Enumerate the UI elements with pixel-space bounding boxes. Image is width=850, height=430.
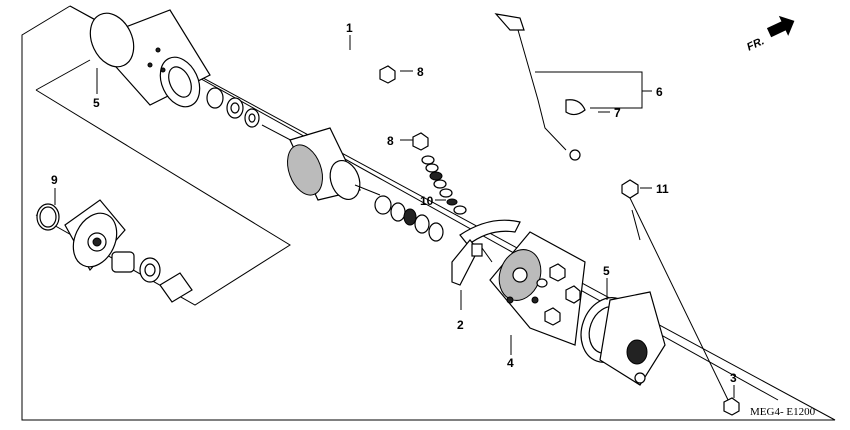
- callout-9: 9: [51, 173, 58, 187]
- callout-1: 1: [346, 21, 353, 35]
- callout-5-top: 5: [93, 96, 100, 110]
- armature-washers: [374, 195, 444, 242]
- callout-4: 4: [507, 356, 514, 370]
- callout-7: 7: [614, 106, 621, 120]
- front-direction-indicator: FR.: [745, 15, 795, 54]
- assembly-outline: [21, 5, 836, 421]
- rear-cover: [580, 291, 666, 386]
- callout-10: 10: [420, 194, 434, 208]
- terminal-nuts: [536, 263, 581, 326]
- brush-holder: [451, 219, 521, 286]
- fr-arrow-icon: [766, 15, 795, 38]
- through-bolt: [621, 179, 740, 416]
- callout-2: 2: [457, 318, 464, 332]
- armature: [261, 124, 381, 201]
- callout-8-mid: 8: [387, 134, 394, 148]
- fr-label: FR.: [745, 35, 766, 53]
- callout-11: 11: [656, 182, 669, 196]
- starter-cable: [379, 13, 586, 161]
- diagram-code: MEG4- E1200: [750, 406, 816, 418]
- front-cover: [36, 199, 193, 303]
- callout-3: 3: [730, 371, 737, 385]
- brush-plate: [489, 231, 586, 346]
- yoke-housing: [89, 9, 211, 108]
- cable-bracket: [535, 71, 643, 109]
- callout-5-right: 5: [603, 264, 610, 278]
- callout-8-top: 8: [417, 65, 424, 79]
- yoke-washers: [206, 87, 260, 128]
- callout-6: 6: [656, 85, 663, 99]
- leader-lines: [54, 35, 735, 398]
- terminal-washer-stack: [412, 132, 467, 215]
